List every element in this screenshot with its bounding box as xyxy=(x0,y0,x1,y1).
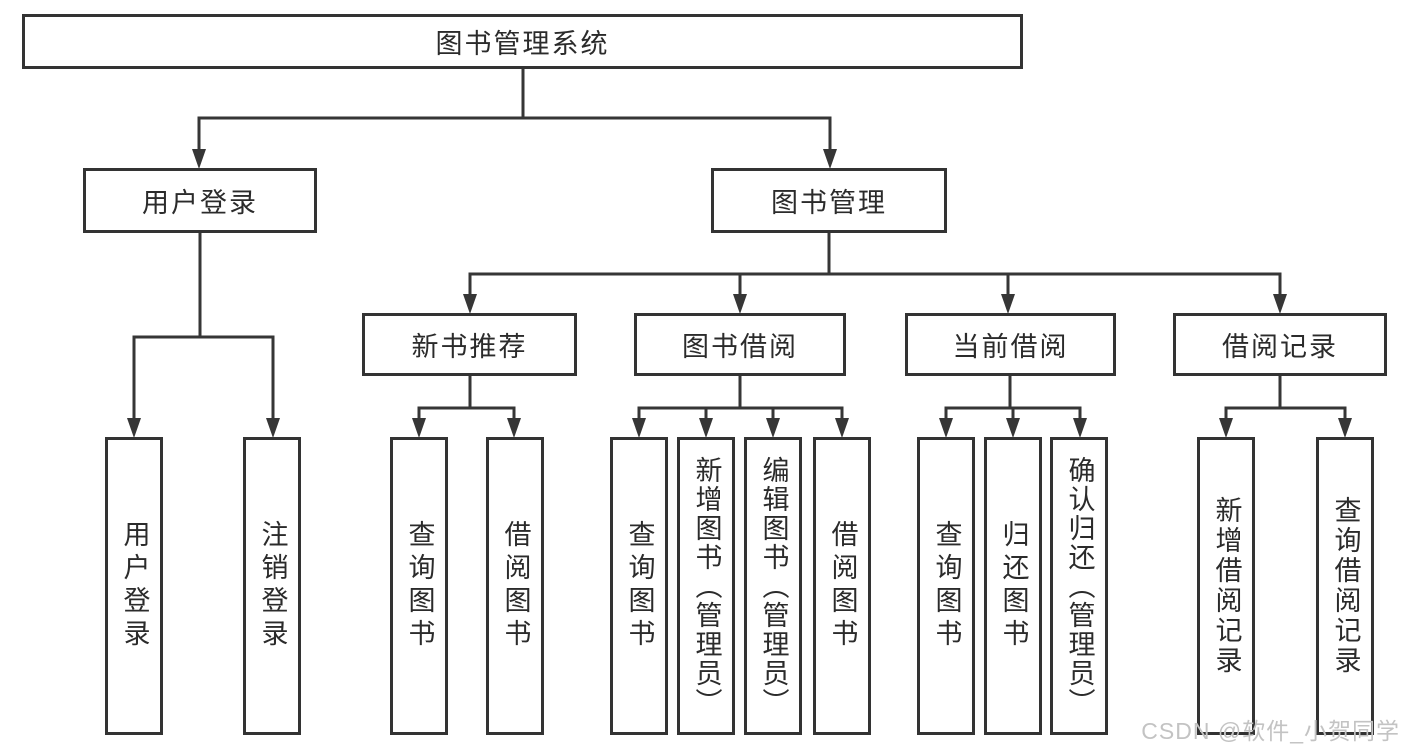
leaf-label: 归还图书 xyxy=(998,520,1029,652)
leaf-label: 新增图书（管理员） xyxy=(691,455,722,717)
node-book-borrow: 图书借阅 xyxy=(634,313,846,376)
node-label: 当前借阅 xyxy=(952,332,1069,362)
leaf-edit-book-admin: 编辑图书（管理员） xyxy=(744,437,802,735)
node-label: 新书推荐 xyxy=(411,332,528,362)
node-label: 用户登录 xyxy=(142,188,258,218)
leaf-user-login: 用户登录 xyxy=(105,437,163,735)
leaf-label: 借阅图书 xyxy=(500,520,531,652)
leaf-label: 查询图书 xyxy=(931,520,962,652)
leaf-add-book-admin: 新增图书（管理员） xyxy=(677,437,735,735)
leaf-label: 查询借阅记录 xyxy=(1330,496,1361,676)
leaf-label: 用户登录 xyxy=(119,520,150,652)
leaf-borrow-books-recommend: 借阅图书 xyxy=(486,437,544,735)
leaf-add-borrow-record: 新增借阅记录 xyxy=(1197,437,1255,735)
leaf-label: 注销登录 xyxy=(257,520,288,652)
leaf-label: 确认归还（管理员） xyxy=(1064,455,1095,717)
leaf-query-books-recommend: 查询图书 xyxy=(390,437,448,735)
leaf-label: 编辑图书（管理员） xyxy=(758,455,789,717)
leaf-query-borrow-record: 查询借阅记录 xyxy=(1316,437,1374,735)
node-label: 图书借阅 xyxy=(682,332,798,362)
leaf-confirm-return-admin: 确认归还（管理员） xyxy=(1050,437,1108,735)
node-label: 图书管理系统 xyxy=(435,29,610,59)
node-current-borrow: 当前借阅 xyxy=(905,313,1116,376)
node-user-login: 用户登录 xyxy=(83,168,317,233)
node-root-system: 图书管理系统 xyxy=(22,14,1023,69)
leaf-label: 借阅图书 xyxy=(827,520,858,652)
leaf-label: 查询图书 xyxy=(404,520,435,652)
csdn-watermark: CSDN @软件_小贺同学 xyxy=(1141,718,1400,744)
node-book-management: 图书管理 xyxy=(711,168,947,233)
leaf-return-book: 归还图书 xyxy=(984,437,1042,735)
node-label: 借阅记录 xyxy=(1222,332,1338,362)
node-label: 图书管理 xyxy=(771,188,887,218)
node-borrow-records: 借阅记录 xyxy=(1173,313,1387,376)
leaf-logout: 注销登录 xyxy=(243,437,301,735)
node-new-book-recommend: 新书推荐 xyxy=(362,313,577,376)
leaf-query-books-current: 查询图书 xyxy=(917,437,975,735)
leaf-borrow-books-borrow: 借阅图书 xyxy=(813,437,871,735)
leaf-label: 新增借阅记录 xyxy=(1211,496,1242,676)
leaf-label: 查询图书 xyxy=(624,520,655,652)
leaf-query-books-borrow: 查询图书 xyxy=(610,437,668,735)
